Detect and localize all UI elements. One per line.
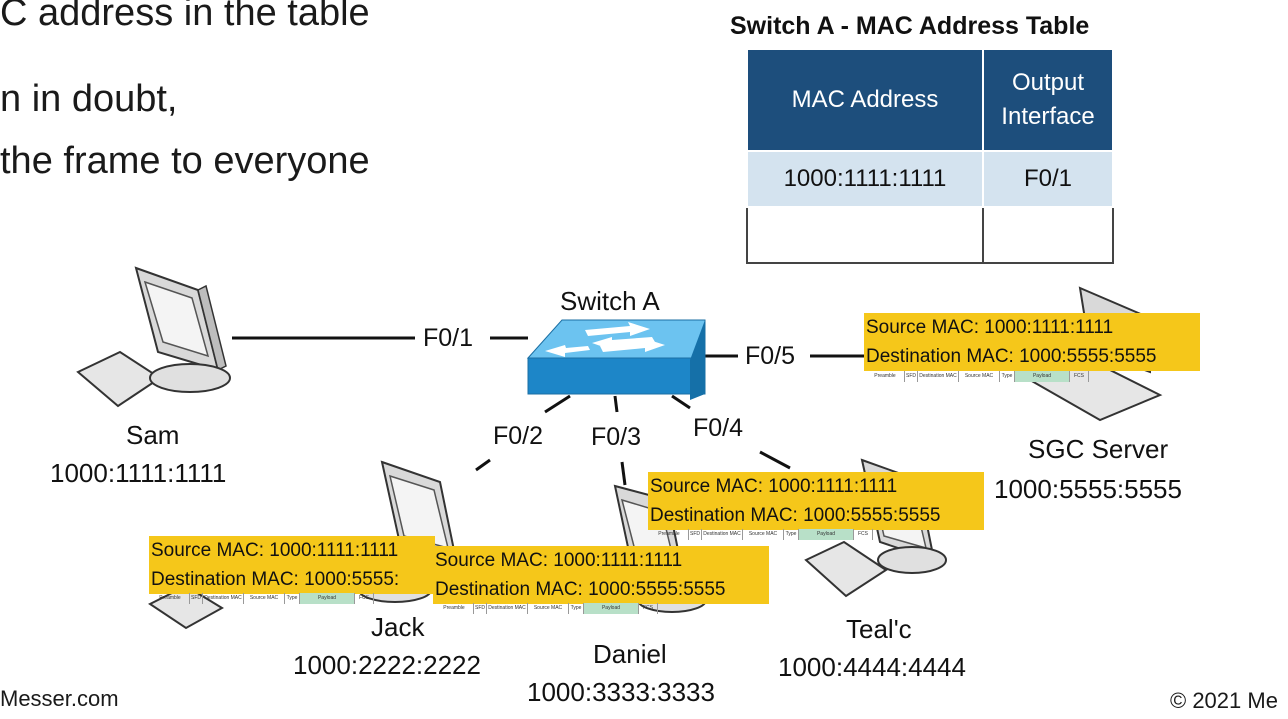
frame-field-strip: Preamble SFD Destination MAC Source MAC … xyxy=(866,371,1089,382)
cell-mac xyxy=(746,206,984,264)
field-dst: Destination MAC xyxy=(918,371,959,382)
field-dst: Destination MAC xyxy=(487,603,528,614)
device-name-jack: Jack xyxy=(371,612,425,642)
field-sfd: SFD xyxy=(689,529,702,540)
field-src: Source MAC xyxy=(959,371,1000,382)
field-sfd: SFD xyxy=(474,603,487,614)
mac-table-title: Switch A - MAC Address Table xyxy=(730,12,1090,40)
port-label: F0/3 xyxy=(588,425,645,450)
device-mac-jack: 1000:2222:2222 xyxy=(293,650,481,680)
port-label: F0/4 xyxy=(690,416,747,441)
field-src: Source MAC xyxy=(743,529,784,540)
field-sfd: SFD xyxy=(905,371,918,382)
bullet-3: the frame to everyone xyxy=(0,140,370,182)
port-label: F0/5 xyxy=(742,344,799,369)
frame-to-jack: Source MAC: 1000:1111:1111 Destination M… xyxy=(149,536,435,594)
field-src: Source MAC xyxy=(528,603,569,614)
frame-destination-mac: Destination MAC: 1000:5555:5555 xyxy=(866,346,1157,367)
field-type: Type xyxy=(285,593,300,604)
device-mac-sam: 1000:1111:1111 xyxy=(50,458,227,488)
device-mac-daniel: 1000:3333:3333 xyxy=(527,677,715,707)
port-label: F0/2 xyxy=(490,424,547,449)
frame-to-sgc: Source MAC: 1000:1111:1111 Destination M… xyxy=(864,313,1200,371)
footer-site: Messer.com xyxy=(0,686,119,711)
field-dst: Destination MAC xyxy=(203,593,244,604)
frame-field-strip: Preamble SFD Destination MAC Source MAC … xyxy=(151,593,374,604)
table-row: 1000:1111:1111 F0/1 xyxy=(746,150,1114,208)
device-mac-tealc: 1000:4444:4444 xyxy=(778,652,966,682)
field-payload: Payload xyxy=(300,593,355,604)
field-fcs: FCS xyxy=(355,593,374,604)
field-payload: Payload xyxy=(799,529,854,540)
device-name-daniel: Daniel xyxy=(593,639,667,669)
field-preamble: Preamble xyxy=(151,593,190,604)
frame-to-daniel: Source MAC: 1000:1111:1111 Destination M… xyxy=(433,546,769,604)
device-name-sam: Sam xyxy=(126,420,180,450)
bullet-2: n in doubt, xyxy=(0,78,178,120)
frame-to-tealc: Source MAC: 1000:1111:1111 Destination M… xyxy=(648,472,984,530)
frame-destination-mac: Destination MAC: 1000:5555:5555 xyxy=(650,505,941,526)
frame-field-strip: Preamble SFD Destination MAC Source MAC … xyxy=(435,603,658,614)
header-mac-address: MAC Address xyxy=(746,48,984,152)
port-label: F0/1 xyxy=(420,326,477,351)
field-fcs: FCS xyxy=(639,603,658,614)
field-preamble: Preamble xyxy=(866,371,905,382)
frame-destination-mac: Destination MAC: 1000:5555:5555 xyxy=(435,579,726,600)
field-fcs: FCS xyxy=(854,529,873,540)
frame-source-mac: Source MAC: 1000:1111:1111 xyxy=(866,317,1114,338)
device-mac-sgc: 1000:5555:5555 xyxy=(994,474,1182,504)
device-name-sgc: SGC Server xyxy=(1028,434,1169,464)
field-sfd: SFD xyxy=(190,593,203,604)
desktop-pc-icon xyxy=(76,266,231,408)
network-links xyxy=(232,336,868,486)
field-fcs: FCS xyxy=(1070,371,1089,382)
field-type: Type xyxy=(1000,371,1015,382)
field-preamble: Preamble xyxy=(435,603,474,614)
field-src: Source MAC xyxy=(244,593,285,604)
frame-source-mac: Source MAC: 1000:1111:1111 xyxy=(435,550,683,571)
field-type: Type xyxy=(784,529,799,540)
field-payload: Payload xyxy=(584,603,639,614)
switch-label: Switch A xyxy=(560,286,660,316)
frame-source-mac: Source MAC: 1000:1111:1111 xyxy=(151,540,399,561)
cell-iface xyxy=(982,206,1114,264)
field-type: Type xyxy=(569,603,584,614)
cell-mac: 1000:1111:1111 xyxy=(746,150,984,208)
field-dst: Destination MAC xyxy=(702,529,743,540)
table-row xyxy=(746,206,1114,264)
frame-source-mac: Source MAC: 1000:1111:1111 xyxy=(650,476,898,497)
switch-icon xyxy=(526,319,706,400)
frame-destination-mac: Destination MAC: 1000:5555: xyxy=(151,569,400,590)
footer-copyright: © 2021 Me xyxy=(1170,688,1278,713)
bullet-1: C address in the table xyxy=(0,0,370,34)
header-output-interface: Output Interface xyxy=(982,48,1114,152)
cell-iface: F0/1 xyxy=(982,150,1114,208)
field-payload: Payload xyxy=(1015,371,1070,382)
field-preamble: Preamble xyxy=(650,529,689,540)
device-name-tealc: Teal'c xyxy=(846,614,912,644)
frame-field-strip: Preamble SFD Destination MAC Source MAC … xyxy=(650,529,873,540)
mac-address-table: MAC Address Output Interface 1000:1111:1… xyxy=(746,48,1114,264)
